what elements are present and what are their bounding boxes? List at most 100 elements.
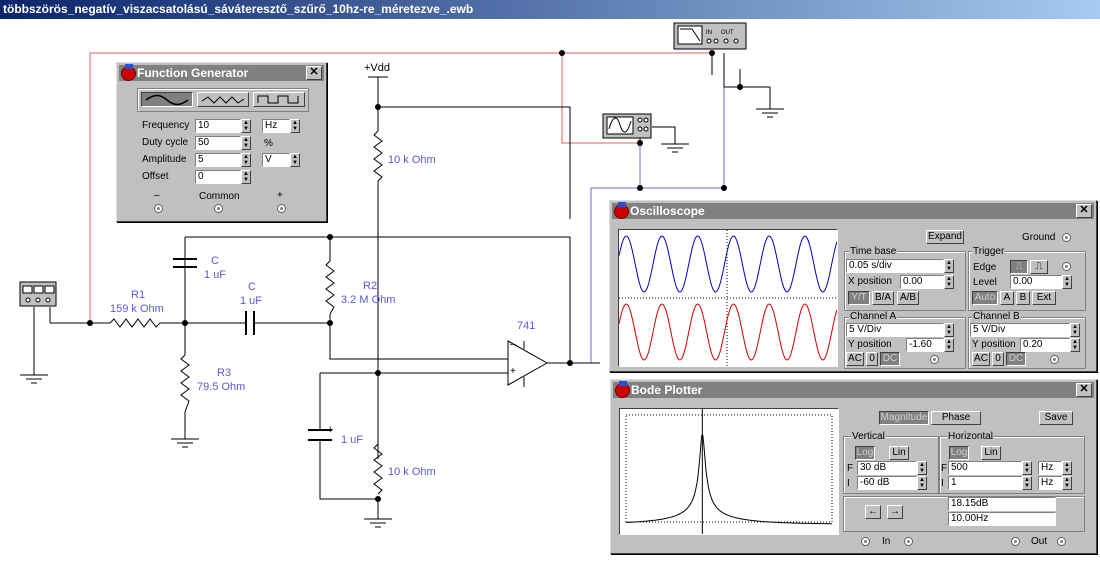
bode-magnitude-curve — [625, 409, 833, 534]
channel-a-ypos-spinner[interactable]: ▲▼ — [944, 338, 954, 352]
level-input[interactable]: 0.00 — [1010, 275, 1062, 289]
offset-input[interactable]: 0 — [195, 170, 241, 184]
edge-rising-button[interactable]: ⎍ — [1010, 260, 1028, 274]
channel-b-zero-button[interactable]: 0 — [992, 352, 1004, 366]
timebase-input[interactable]: 0.05 s/div — [846, 259, 944, 273]
terminal-minus[interactable] — [154, 204, 163, 213]
horizontal-final-input[interactable]: 500 — [948, 461, 1022, 475]
channel-a-scale-spinner[interactable]: ▲▼ — [944, 323, 954, 337]
schematic-canvas[interactable]: IN OUT — [0, 19, 1100, 564]
channel-b-ypos-input[interactable]: 0.20 — [1020, 338, 1070, 352]
channel-a-scale-input[interactable]: 5 V/Div — [846, 323, 944, 337]
oscilloscope-titlebar[interactable]: Oscilloscope ✕ — [612, 202, 1094, 219]
close-button[interactable]: ✕ — [306, 66, 322, 80]
timebase-spinner[interactable]: ▲▼ — [944, 259, 954, 273]
channel-b-scale-spinner[interactable]: ▲▼ — [1070, 323, 1080, 337]
c2-name: C — [248, 281, 256, 293]
channel-a-ac-button[interactable]: AC — [846, 352, 864, 366]
edge-falling-button[interactable]: ⎍ — [1030, 260, 1048, 274]
frequency-input[interactable]: 10 — [195, 119, 241, 133]
frequency-spinner[interactable]: ▲▼ — [241, 119, 251, 133]
ground-terminal[interactable] — [1062, 233, 1071, 242]
amplitude-unit-spinner[interactable]: ▲▼ — [290, 153, 300, 167]
amplitude-unit-select[interactable]: V — [262, 153, 290, 167]
horizontal-initial-unit-spinner[interactable]: ▲▼ — [1062, 476, 1072, 490]
vdd-label: +Vdd — [364, 62, 390, 74]
vertical-initial-input[interactable]: -60 dB — [857, 476, 917, 490]
horizontal-log-button[interactable]: Log — [949, 446, 969, 460]
bode-plotter-window[interactable]: Bode Plotter ✕ Magnitude Phase Save Vert… — [610, 379, 1097, 554]
offset-spinner[interactable]: ▲▼ — [241, 170, 251, 184]
phase-button[interactable]: Phase — [931, 411, 981, 425]
channel-a-dc-button[interactable]: DC — [880, 352, 900, 366]
trigger-group — [968, 251, 1086, 311]
xposition-spinner[interactable]: ▲▼ — [944, 275, 954, 289]
frequency-unit-spinner[interactable]: ▲▼ — [290, 119, 300, 133]
in-terminal-minus[interactable] — [861, 537, 870, 546]
channel-b-terminal[interactable] — [1050, 355, 1059, 364]
ba-mode-button[interactable]: B/A — [872, 291, 894, 305]
out-terminal-plus[interactable] — [1057, 537, 1066, 546]
horizontal-final-unit[interactable]: Hz — [1038, 461, 1062, 475]
frequency-unit-select[interactable]: Hz — [262, 119, 290, 133]
magnitude-button[interactable]: Magnitude — [879, 411, 929, 425]
out-terminal-minus[interactable] — [1011, 537, 1020, 546]
channel-b-scale-input[interactable]: 5 V/Div — [970, 323, 1070, 337]
in-terminal-plus[interactable] — [904, 537, 913, 546]
cursor-left-button[interactable]: ← — [865, 505, 881, 519]
triangle-wave-button[interactable] — [197, 92, 249, 107]
horizontal-final-spinner[interactable]: ▲▼ — [1022, 461, 1032, 475]
terminal-plus[interactable] — [277, 204, 286, 213]
horizontal-lin-button[interactable]: Lin — [981, 446, 1001, 460]
expand-button[interactable]: Expand — [926, 230, 964, 244]
close-button[interactable]: ✕ — [1076, 204, 1092, 218]
duty-cycle-spinner[interactable]: ▲▼ — [241, 136, 251, 150]
vertical-final-spinner[interactable]: ▲▼ — [917, 461, 927, 475]
channel-a-zero-button[interactable]: 0 — [866, 352, 878, 366]
trigger-a-button[interactable]: A — [1000, 291, 1014, 305]
channel-a-ypos-label: Y position — [848, 339, 892, 350]
channel-b-group — [968, 317, 1086, 369]
vertical-final-input[interactable]: 30 dB — [857, 461, 917, 475]
channel-a-terminal[interactable] — [930, 355, 939, 364]
duty-cycle-input[interactable]: 50 — [195, 136, 241, 150]
horizontal-initial-spinner[interactable]: ▲▼ — [1022, 476, 1032, 490]
out-label: Out — [1031, 536, 1048, 547]
yt-mode-button[interactable]: Y/T — [848, 291, 870, 305]
channel-b-ac-button[interactable]: AC — [972, 352, 990, 366]
bode-plotter-titlebar[interactable]: Bode Plotter ✕ — [613, 381, 1094, 398]
amplitude-spinner[interactable]: ▲▼ — [241, 153, 251, 167]
cursor-right-button[interactable]: → — [887, 505, 903, 519]
horizontal-initial-unit[interactable]: Hz — [1038, 476, 1062, 490]
xposition-input[interactable]: 0.00 — [900, 275, 944, 289]
save-button[interactable]: Save — [1039, 411, 1073, 425]
function-generator-titlebar[interactable]: Function Generator ✕ — [119, 64, 324, 81]
resistor-r3 — [180, 354, 190, 413]
vertical-initial-spinner[interactable]: ▲▼ — [917, 476, 927, 490]
sine-wave-button[interactable] — [141, 92, 193, 107]
bode-grid-frame — [625, 414, 833, 523]
cap-value: 1 uF — [341, 434, 364, 446]
ab-mode-button[interactable]: A/B — [897, 291, 919, 305]
channel-b-trace — [618, 303, 838, 361]
square-wave-button[interactable] — [253, 92, 305, 107]
amplitude-input[interactable]: 5 — [195, 153, 241, 167]
vertical-log-button[interactable]: Log — [855, 446, 875, 460]
trigger-auto-button[interactable]: Auto — [972, 291, 998, 305]
horizontal-initial-input[interactable]: 1 — [948, 476, 1022, 490]
channel-b-dc-button[interactable]: DC — [1006, 352, 1026, 366]
oscilloscope-window[interactable]: Oscilloscope ✕ Expand Ground Time base 0… — [609, 200, 1097, 372]
close-button[interactable]: ✕ — [1076, 383, 1092, 397]
vertical-lin-button[interactable]: Lin — [889, 446, 909, 460]
channel-b-ypos-spinner[interactable]: ▲▼ — [1070, 338, 1080, 352]
r2-value: 3.2 M Ohm — [341, 294, 396, 306]
trigger-b-button[interactable]: B — [1016, 291, 1030, 305]
channel-a-ypos-input[interactable]: -1.60 — [906, 338, 944, 352]
horizontal-final-unit-spinner[interactable]: ▲▼ — [1062, 461, 1072, 475]
r3-name: R3 — [217, 367, 232, 379]
trigger-ext-button[interactable]: Ext — [1032, 291, 1056, 305]
level-spinner[interactable]: ▲▼ — [1062, 275, 1072, 289]
terminal-common[interactable] — [214, 204, 223, 213]
function-generator-window[interactable]: Function Generator ✕ Frequency 10 ▲▼ Hz … — [116, 62, 327, 222]
trigger-terminal[interactable] — [1062, 262, 1071, 271]
